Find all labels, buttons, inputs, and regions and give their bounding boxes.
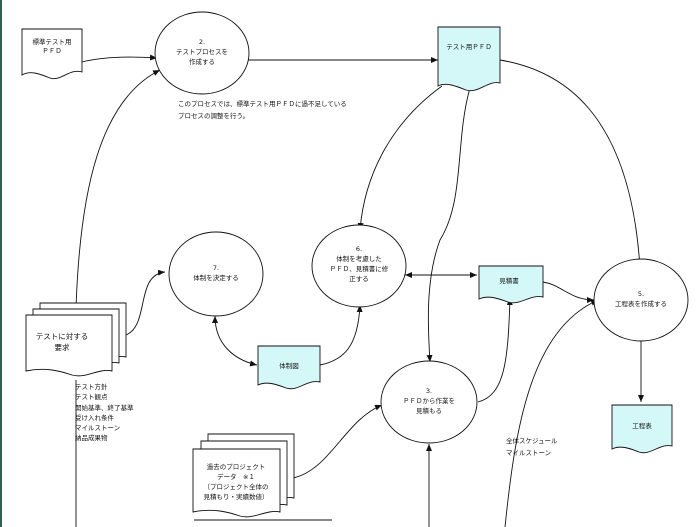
req-item-3: 開始基準、終了基準	[75, 403, 134, 412]
process-6-line2: 体制を考慮した	[336, 254, 382, 263]
doc-standard-pfd-line1: 標準テスト用	[33, 37, 72, 46]
doc-past-project-data: 過去のプロジェクト データ ※１ （プロジェクト全体の 見積もり・実績数値）	[192, 433, 295, 518]
doc-standard-pfd: 標準テスト用 ＰＦＤ	[21, 28, 83, 80]
process-3-line1: 3.	[426, 387, 432, 395]
process-2-line2: テストプロセスを	[176, 48, 228, 56]
arrow-req-to-p2	[75, 69, 161, 309]
arrow-req-to-p7	[125, 269, 166, 336]
req-item-4: 受け入れ条件	[75, 413, 115, 422]
process-6-line4: 正する	[349, 275, 369, 283]
req-item-5: マイルストーン	[75, 424, 120, 432]
process-3-line3: 見積もる	[416, 406, 442, 415]
process-6: 6. 体制を考慮した ＰＦＤ、見積書に修 正する	[311, 224, 407, 308]
arrow-estimate-to-p5	[542, 281, 595, 303]
note-schedule-items: 全体スケジュール マイルストーン	[506, 436, 558, 457]
arrow-testpfd-to-p5	[499, 59, 643, 269]
process-5-line1: 5.	[638, 290, 644, 298]
schedule-item-2: マイルストーン	[506, 449, 551, 457]
doc-estimate: 見積書	[478, 265, 544, 304]
process-3: 3. ＰＦＤから作業を 見積もる	[380, 360, 478, 444]
doc-past-line1: 過去のプロジェクト	[207, 462, 266, 471]
process-2: 2. テストプロセスを 作成する	[154, 11, 250, 95]
doc-past-line3: （プロジェクト全体の	[204, 482, 269, 491]
arrow-p3-to-estimate	[477, 297, 513, 403]
note-process-adjustment: このプロセスでは、標準テスト用ＰＦＤに過不足している プロセスの調整を行う。	[178, 99, 347, 120]
doc-org-chart: 体制図	[257, 345, 321, 390]
process-2-line3: 作成する	[189, 57, 215, 66]
process-7: 7. 体制を決定する	[168, 231, 264, 317]
arrow-schedule-to-p5	[504, 299, 599, 527]
process-5-line2: 工程表を作成する	[615, 299, 667, 308]
arrow-testpfd-to-p3	[426, 87, 471, 363]
doc-requirements: テストに対する 要求	[25, 302, 127, 377]
process-5: 5. 工程表を作成する	[593, 258, 689, 342]
note-process-line1: このプロセスでは、標準テスト用ＰＦＤに過不足している	[178, 99, 347, 108]
doc-test-pfd: テスト用ＰＦＤ	[437, 26, 501, 92]
process-6-line1: 6.	[356, 245, 362, 253]
arrow-p7-orgchart	[212, 315, 258, 367]
doc-requirements-line1: テストに対する	[36, 331, 89, 341]
note-process-line2: プロセスの調整を行う。	[178, 111, 249, 120]
doc-past-line4: 見積もり・実績数値）	[204, 492, 269, 501]
doc-test-pfd-label: テスト用ＰＦＤ	[446, 43, 492, 51]
arrow-past-to-p3	[292, 404, 383, 479]
doc-past-line2: データ ※１	[217, 472, 255, 481]
process-2-line1: 2.	[199, 38, 205, 46]
process-7-line2: 体制を決定する	[193, 273, 239, 282]
doc-requirements-line2: 要求	[55, 342, 70, 352]
doc-estimate-label: 見積書	[499, 276, 519, 285]
req-item-6: 納品成果物	[75, 433, 108, 442]
arrow-orgchart-to-p6	[319, 304, 363, 366]
req-item-1: テスト方針	[75, 382, 108, 391]
doc-schedule: 工程表	[611, 404, 673, 454]
doc-org-chart-label: 体制図	[279, 361, 299, 370]
doc-standard-pfd-line2: ＰＦＤ	[42, 47, 62, 55]
doc-schedule-label: 工程表	[632, 421, 652, 430]
arrow-testpfd-to-p6	[357, 85, 443, 231]
arrow-stdpfd-to-p2	[81, 54, 158, 63]
schedule-item-1: 全体スケジュール	[506, 436, 558, 445]
process-3-line2: ＰＦＤから作業を	[403, 396, 455, 405]
note-requirement-items: テスト方針 テスト観点 開始基準、終了基準 受け入れ条件 マイルストーン 納品成…	[75, 382, 134, 442]
process-7-line1: 7.	[213, 264, 219, 272]
process-6-line3: ＰＦＤ、見積書に修	[330, 264, 389, 273]
req-item-2: テスト観点	[75, 392, 108, 401]
